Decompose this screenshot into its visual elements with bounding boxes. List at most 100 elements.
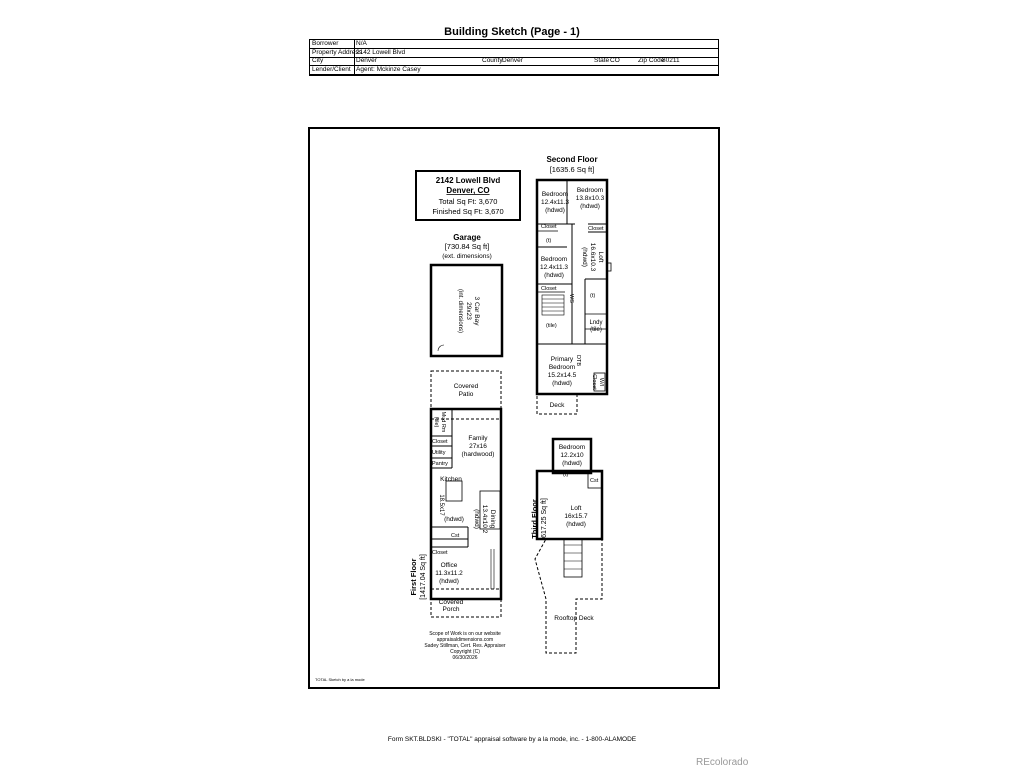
summary-total: Total Sq Ft: 3,670 — [439, 197, 498, 206]
first-floor-title: First Floor — [409, 558, 418, 595]
lender-value: Agent: Mckinze Casey — [356, 65, 421, 73]
second-floor-title: Second Floor — [546, 155, 597, 164]
ff-family-floor: (hardwood) — [462, 451, 495, 458]
deck-outline — [536, 393, 578, 415]
borrower-value: N/A — [356, 40, 367, 47]
city-row: City Denver County Denver State CO Zip C… — [310, 57, 718, 66]
sf-loft-floor: (hdwd) — [581, 247, 588, 267]
sf-loft-name: Loft — [597, 252, 604, 263]
tf-bedroom-dims: 12.2x10 — [560, 452, 584, 459]
sf-primary-floor: (hdwd) — [552, 380, 572, 387]
sf-bedroom1-floor: (hdwd) — [545, 207, 565, 214]
garage-door-icon — [437, 344, 445, 352]
garage-note: (ext. dimensions) — [442, 253, 492, 260]
sf-primary-dims: 15.2x14.5 — [548, 372, 577, 379]
garage-outline — [429, 263, 504, 358]
sf-toilet-1: (t) — [546, 238, 551, 244]
ff-mud-floor: (tile) — [433, 417, 439, 428]
covered-patio-outline — [430, 370, 502, 420]
ff-office-name: Office — [441, 562, 458, 569]
ff-dining-floor: (hdwd) — [473, 509, 480, 529]
sf-bedroom3-floor: (hdwd) — [544, 272, 564, 279]
third-floor-area: [617.25 Sq ft] — [541, 498, 548, 540]
sketch-sheet: 2142 Lowell Blvd Denver, CO Total Sq Ft:… — [308, 127, 720, 689]
garage-title: Garage — [453, 233, 481, 242]
document-title: Building Sketch (Page - 1) — [444, 26, 580, 38]
ff-porch-1: Covered — [439, 599, 464, 606]
ff-cst: Cst — [451, 533, 460, 539]
first-floor-area: [1417.04 Sq ft] — [420, 554, 427, 600]
tf-bedroom-name: Bedroom — [559, 444, 585, 451]
garage-dim-note: (int. dimensions) — [457, 289, 463, 333]
summary-finished: Finished Sq Ft: 3,670 — [432, 207, 503, 216]
first-floor-plan — [429, 370, 503, 618]
sf-wi-closet-2: Closet — [591, 374, 597, 390]
ff-pantry: Pantry — [432, 461, 448, 467]
ff-porch-2: Porch — [443, 606, 460, 613]
ff-patio-2: Patio — [459, 391, 474, 398]
credit-line-4: Copyright (C) — [450, 649, 480, 655]
sf-ws: WS — [568, 294, 574, 303]
sf-tile: (tile) — [546, 323, 557, 329]
garage-dims: 29x23 — [465, 302, 472, 320]
tf-bedroom-floor: (hdwd) — [562, 460, 582, 467]
county-label: County — [482, 57, 503, 64]
tf-loft-dims: 16x15.7 — [564, 513, 588, 520]
page-footer: Form SKT.BLDSKI - "TOTAL" appraisal soft… — [387, 736, 637, 743]
tf-toilet: (t) — [563, 472, 568, 478]
address-label: Property Address — [312, 48, 362, 56]
third-floor-title: Third Floor — [530, 499, 539, 539]
ff-patio-1: Covered — [454, 383, 479, 390]
rooftop-deck-outline — [534, 538, 603, 654]
city-value: Denver — [356, 57, 377, 64]
ff-kitchen-floor: (hdwd) — [444, 516, 464, 523]
second-floor-area: [1635.6 Sq ft] — [550, 165, 595, 174]
sf-bedroom3-name: Bedroom — [541, 256, 567, 263]
lender-row: Lender/Client Agent: Mckinze Casey — [310, 66, 718, 75]
sf-closet-1: Closet — [541, 224, 557, 230]
tf-loft-floor: (hdwd) — [566, 521, 586, 528]
ff-closet-2: Closet — [432, 550, 448, 556]
sf-toilet-2: (t) — [590, 293, 595, 299]
sf-bedroom1-dims: 12.4x11.3 — [541, 199, 569, 206]
address-row: Property Address 2142 Lowell Blvd — [310, 49, 718, 58]
summary-city: Denver, CO — [446, 186, 489, 195]
property-info-table: Borrower N/A Property Address 2142 Lowel… — [309, 39, 719, 76]
ff-dining-dims: 13.4x10.2 — [481, 505, 488, 534]
ff-family-dims: 27x16 — [469, 443, 487, 450]
ff-mud-name: Mud Rm — [440, 412, 446, 433]
city-label: City — [312, 57, 324, 64]
garage-area: [730.84 Sq ft] — [445, 242, 490, 251]
third-floor-plan — [534, 437, 604, 654]
sf-wi-closet-1: W/I — [598, 378, 604, 387]
credit-line-1: Scope of Work is on our website — [429, 631, 501, 637]
state-value: CO — [610, 57, 620, 64]
sf-deck: Deck — [550, 402, 566, 409]
sf-bedroom2-name: Bedroom — [577, 187, 603, 194]
sf-dtb: DTB — [575, 355, 581, 366]
first-floor-outline — [429, 407, 503, 601]
brand-watermark: REcolorado — [696, 757, 749, 768]
sf-primary-name-2: Bedroom — [549, 364, 575, 371]
tf-rooftop: Rooftop Deck — [554, 615, 594, 622]
ff-kitchen-dims: 18.5x17 — [438, 494, 444, 516]
address-value: 2142 Lowell Blvd — [356, 48, 406, 56]
zip-label: Zip Code — [638, 57, 665, 64]
sf-bedroom2-floor: (hdwd) — [580, 203, 600, 210]
credit-line-5: 06/30/2026 — [452, 655, 477, 661]
ff-dining-name: Dining — [489, 510, 496, 529]
county-value: Denver — [502, 57, 523, 64]
sf-bedroom1-name: Bedroom — [542, 191, 568, 198]
second-floor-plan — [535, 178, 612, 415]
table-divider — [354, 40, 355, 75]
summary-box — [415, 170, 521, 221]
sf-bedroom2-dims: 13.8x10.3 — [576, 195, 605, 202]
third-floor-bedroom-outline — [551, 437, 593, 475]
sf-closet-3: Closet — [541, 286, 557, 292]
sf-closet-2: Closet — [588, 226, 604, 232]
credit-line-2: appraisaldimensions.com — [437, 637, 493, 643]
sf-lndy-floor: (tile) — [590, 327, 602, 333]
sf-loft-dims: 16.6x10.3 — [589, 243, 596, 272]
sf-lndy-name: Lndy — [589, 320, 602, 326]
ff-office-dims: 11.3x11.2 — [435, 570, 463, 577]
